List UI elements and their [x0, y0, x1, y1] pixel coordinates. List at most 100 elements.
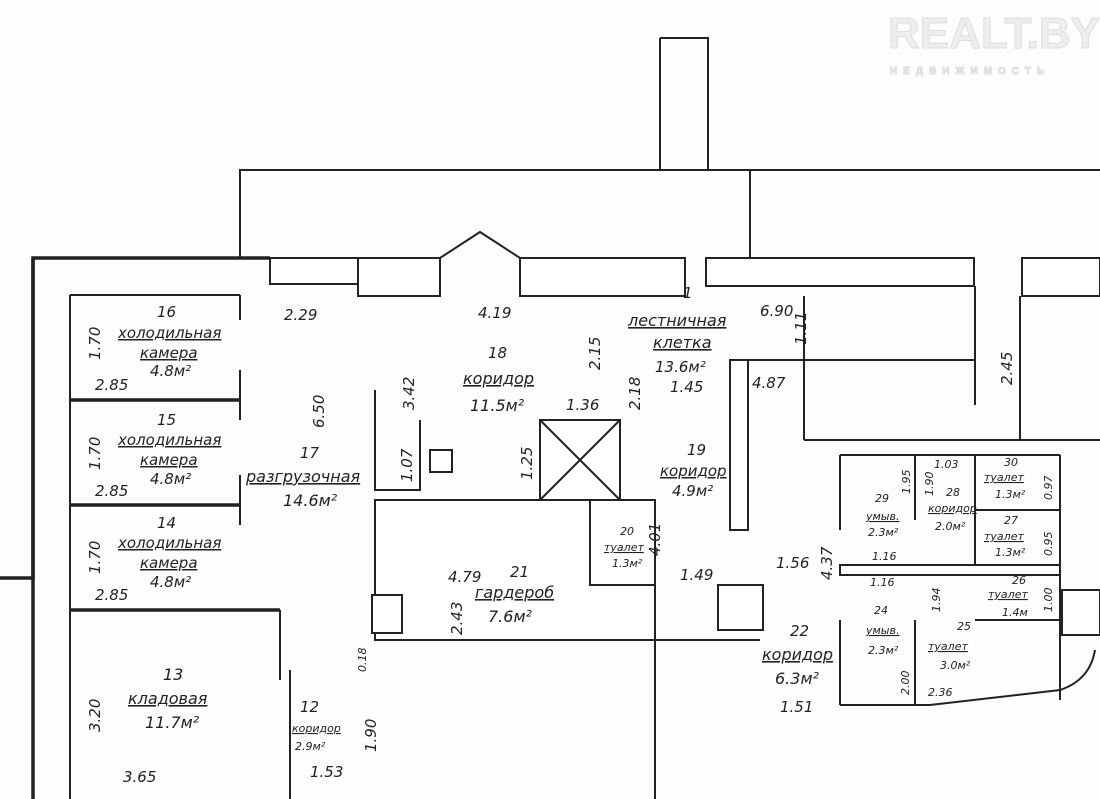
dimension-label: 1.70 — [86, 327, 104, 360]
room-label: умыв. — [865, 510, 899, 523]
room-label: 12 — [300, 698, 319, 716]
room-label: 1.4м — [1002, 606, 1028, 619]
room-label: 18 — [488, 344, 507, 362]
dimension-label: 1.07 — [398, 448, 416, 482]
dimension-label: 2.36 — [928, 686, 953, 699]
room-label: разгрузочная — [245, 467, 361, 486]
room-label: кладовая — [128, 689, 208, 708]
dimension-label: 2.00 — [899, 671, 912, 696]
room-label: холодильная — [117, 534, 221, 552]
walls — [0, 37, 1100, 799]
room-label: 1.3м² — [995, 546, 1026, 559]
dimension-label: 3.65 — [123, 768, 156, 786]
room-label: холодильная — [117, 431, 221, 449]
room-label: 1 — [683, 284, 693, 302]
dimension-label: 0.18 — [356, 648, 369, 673]
room-label: 1.3м² — [995, 488, 1026, 501]
dimension-label: 3.20 — [86, 699, 104, 732]
room-label: коридор — [463, 369, 534, 388]
room-label: гардероб — [475, 583, 554, 602]
room-label: 11.5м² — [470, 396, 525, 415]
room-label: 11.7м² — [145, 713, 200, 732]
dimension-label: 6.90 — [760, 302, 793, 320]
room-label: 2.3м² — [868, 644, 899, 657]
room-label: камера — [140, 554, 198, 572]
room-label: 30 — [1004, 456, 1018, 469]
room-label: 3.0м² — [940, 659, 971, 672]
room-label: 29 — [875, 492, 889, 505]
dimension-label: 1.49 — [680, 566, 713, 584]
dimension-label: 2.29 — [284, 306, 317, 324]
room-label: коридор — [762, 645, 833, 664]
dimension-label: 2.85 — [95, 586, 128, 604]
dimension-label: 4.19 — [478, 304, 511, 322]
room-label: 4.8м² — [150, 573, 191, 591]
room-label: 17 — [300, 444, 320, 462]
room-label: 2.0м² — [935, 520, 966, 533]
room-label: 22 — [790, 622, 809, 640]
room-label: 7.6м² — [488, 607, 533, 626]
dimension-label: 1.95 — [900, 470, 913, 495]
dimension-label: 1.45 — [670, 378, 703, 396]
dimension-label: 1.94 — [930, 588, 943, 613]
room-label: лестничная — [627, 311, 727, 330]
room-label: 28 — [946, 486, 960, 499]
room-label: 13.6м² — [655, 358, 706, 376]
room-label: 14 — [157, 514, 176, 532]
room-label: 24 — [874, 604, 888, 617]
dimension-label: 1.53 — [310, 763, 343, 781]
dimension-label: 1.51 — [780, 698, 813, 716]
room-label: 2.3м² — [868, 526, 899, 539]
dimension-label: 1.16 — [872, 550, 897, 563]
room-label: коридор — [928, 502, 977, 515]
watermark-text: НЕДВИЖИМОСТЬ — [890, 66, 1050, 77]
dimension-label: 2.85 — [95, 482, 128, 500]
room-label: коридор — [292, 722, 341, 735]
room-label: туалет — [988, 588, 1028, 601]
room-label: 15 — [157, 411, 176, 429]
dimension-label: 1.90 — [923, 472, 936, 497]
room-label: 13 — [163, 665, 183, 684]
room-label: 4.8м² — [150, 362, 191, 380]
dimension-label: 1.25 — [518, 447, 536, 480]
watermark: REALT.BY НЕДВИЖИМОСТЬ — [888, 9, 1100, 78]
room-label: камера — [140, 451, 198, 469]
dimension-label: 2.43 — [448, 602, 466, 635]
room-label: 27 — [1004, 514, 1018, 527]
dimension-label: 1.56 — [776, 554, 809, 572]
room-label: 4.9м² — [672, 482, 713, 500]
dimension-label: 1.00 — [1042, 588, 1055, 613]
room-label: коридор — [660, 462, 727, 480]
dimension-label: 1.70 — [86, 541, 104, 574]
room-label: туалет — [984, 530, 1024, 543]
dimension-label: 4.01 — [646, 523, 664, 556]
room-label: туалет — [928, 640, 968, 653]
watermark-text: REALT.BY — [888, 9, 1100, 58]
dimension-label: 4.87 — [752, 374, 786, 392]
dimension-label: 4.37 — [818, 546, 836, 580]
dimension-label: 1.16 — [870, 576, 895, 589]
dimension-label: 0.95 — [1042, 532, 1055, 557]
room-label: холодильная — [117, 324, 221, 342]
room-label: 19 — [687, 441, 706, 459]
room-label: 2.9м² — [295, 740, 326, 753]
room-label: 1.3м² — [612, 557, 643, 570]
staircase — [732, 169, 1100, 441]
dimension-label: 1.90 — [362, 719, 380, 752]
dimension-label: 0.97 — [1042, 476, 1055, 501]
dimension-label: 1.70 — [86, 437, 104, 470]
room-label: туалет — [604, 541, 644, 554]
room-label: туалет — [984, 471, 1024, 484]
room-label: 6.3м² — [775, 669, 820, 688]
dimension-label: 2.15 — [586, 337, 604, 370]
room-label: 16 — [157, 303, 176, 321]
dimension-label: 1.03 — [934, 458, 959, 471]
dimension-label: 2.45 — [998, 352, 1016, 385]
room-labels: 1 лестничная клетка 13.6м² 16 холодильна… — [117, 284, 1028, 753]
room-label: 25 — [957, 620, 971, 633]
room-label: 26 — [1012, 574, 1026, 587]
room-label: 4.8м² — [150, 470, 191, 488]
dimension-label: 1.11 — [792, 312, 810, 345]
dimension-labels: 2.29 4.19 6.90 1.11 2.45 4.87 1.70 1.70 … — [86, 302, 1055, 786]
room-label: камера — [140, 344, 198, 362]
